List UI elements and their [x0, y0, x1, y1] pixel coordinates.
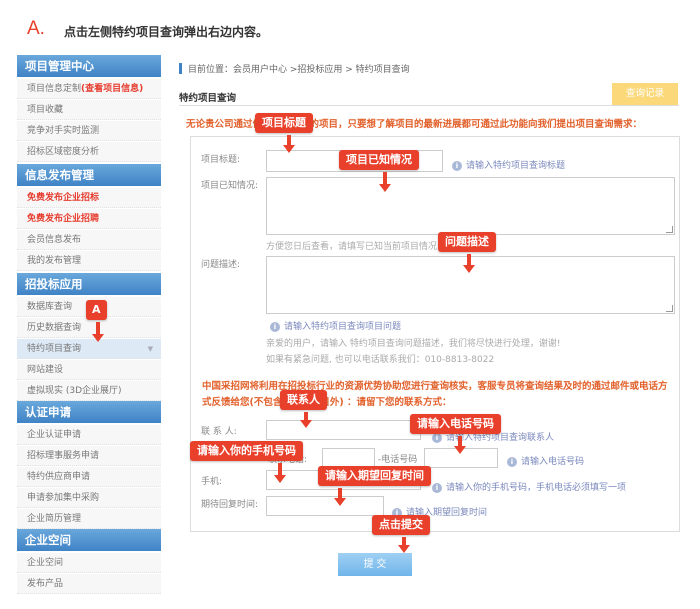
contact-intro-text: 中国采招网将利用在招投标行业的资源优势协助您进行查询核实，客服专员将查询结果及时…	[202, 381, 668, 408]
step-letter: A.	[27, 18, 45, 39]
callout-submit: 点击提交	[372, 515, 430, 535]
known-info-label: 项目已知情况:	[201, 181, 259, 191]
info-icon: i	[432, 482, 442, 493]
sidebar-section-info-publish[interactable]: 信息发布管理	[17, 164, 161, 186]
phone-number-label: -电话号码	[378, 455, 418, 465]
sidebar-section-project-management[interactable]: 项目管理中心	[17, 55, 161, 77]
sidebar-item-project-favorites[interactable]: 项目收藏	[17, 100, 161, 120]
sidebar-item-competitor-monitor[interactable]: 竞争对手实时监测	[17, 121, 161, 141]
sidebar-item-resume-manage[interactable]: 企业简历管理	[17, 509, 161, 529]
sidebar-section-bidding-apps[interactable]: 招投标应用	[17, 273, 161, 295]
sidebar-item-central-purchase[interactable]: 申请参加集中采购	[17, 488, 161, 508]
sidebar-item-free-recruit[interactable]: 免费发布企业招聘	[17, 209, 161, 229]
sidebar-item-virtual-reality[interactable]: 虚拟现实 (3D企业展厅)	[17, 381, 161, 401]
callout-known-info: 项目已知情况	[339, 150, 419, 170]
sidebar-item-special-project-query[interactable]: 特约项目查询 ▼	[17, 339, 161, 359]
info-icon: i	[507, 456, 517, 467]
divider	[179, 105, 679, 106]
sidebar-item-label: 特约项目查询	[27, 344, 82, 354]
callout-contact: 联系人	[280, 390, 327, 410]
problem-label: 问题描述:	[201, 260, 241, 270]
expand-arrow-icon: ▼	[147, 345, 153, 353]
sidebar-item-region-density[interactable]: 招标区域密度分析	[17, 142, 161, 162]
sidebar-item-enterprise-cert[interactable]: 企业认证申请	[17, 425, 161, 445]
contact-label: 联 系 人:	[201, 427, 237, 437]
sidebar-item-project-customize[interactable]: 项目信息定制(查看项目信息)	[17, 79, 161, 99]
info-icon: i	[270, 321, 280, 332]
callout-a: A	[86, 300, 107, 320]
contact-input[interactable]	[266, 420, 421, 440]
view-project-info-link[interactable]: (查看项目信息)	[81, 84, 144, 94]
sidebar-item-publish-product[interactable]: 发布产品	[17, 574, 161, 594]
step-description: 点击左侧特约项目查询弹出右边内容。	[64, 25, 269, 39]
sidebar-item-history-query[interactable]: 历史数据查询	[17, 318, 161, 338]
sidebar-section-enterprise-space[interactable]: 企业空间	[17, 529, 161, 551]
project-title-label: 项目标题:	[201, 155, 241, 165]
info-icon: i	[452, 160, 462, 171]
sidebar-item-council-service[interactable]: 招标理事服务申请	[17, 446, 161, 466]
sidebar-item-special-supplier[interactable]: 特约供应商申请	[17, 467, 161, 487]
submit-button[interactable]: 提 交	[338, 553, 412, 576]
mobile-label: 手机:	[201, 477, 223, 487]
info-icon: i	[392, 507, 402, 518]
known-info-note: 方便您日后查看，请填写已知当前项目情况	[266, 242, 438, 252]
sidebar-item-member-publish[interactable]: 会员信息发布	[17, 230, 161, 250]
sidebar: 项目管理中心 项目信息定制(查看项目信息) 项目收藏 竞争对手实时监测 招标区域…	[17, 55, 161, 609]
sidebar-item-enterprise-space[interactable]: 企业空间	[17, 553, 161, 573]
callout-problem: 问题描述	[438, 232, 496, 252]
sidebar-item-free-tender[interactable]: 免费发布企业招标	[17, 188, 161, 208]
callout-phone: 请输入电话号码	[410, 414, 501, 434]
callout-mobile: 请输入你的手机号码	[190, 441, 303, 461]
sidebar-item-website-build[interactable]: 网站建设	[17, 360, 161, 380]
sidebar-item-my-publish[interactable]: 我的发布管理	[17, 251, 161, 271]
problem-note-1: 亲爱的用户，请输入 特约项目查询问题描述，我们将尽快进行处理，谢谢!	[266, 339, 561, 349]
problem-note-2: 如果有紧急问题, 也可以电话联系我们：010-8813-8022	[266, 355, 495, 365]
sidebar-section-certification[interactable]: 认证申请	[17, 401, 161, 423]
callout-project-title: 项目标题	[255, 113, 313, 133]
breadcrumb: 目前位置：会员用户中心 >招投标应用 > 特约项目查询	[188, 65, 410, 75]
intro-text: 无论贵公司通过何种方式得知的项目，只要想了解项目的最新进展都可通过此功能向我们提…	[186, 119, 643, 130]
info-icon: i	[432, 432, 442, 443]
sidebar-item-label: 项目信息定制	[27, 84, 82, 94]
breadcrumb-marker	[179, 63, 182, 74]
reply-time-label: 期待回复时间:	[201, 500, 259, 510]
query-record-button[interactable]: 查询记录	[612, 83, 678, 105]
phone-area-input[interactable]	[322, 448, 375, 468]
callout-reply-time: 请输入期望回复时间	[318, 466, 431, 486]
known-info-textarea[interactable]	[266, 177, 675, 235]
reply-time-input[interactable]	[266, 496, 384, 516]
page-title: 特约项目查询	[179, 93, 237, 104]
